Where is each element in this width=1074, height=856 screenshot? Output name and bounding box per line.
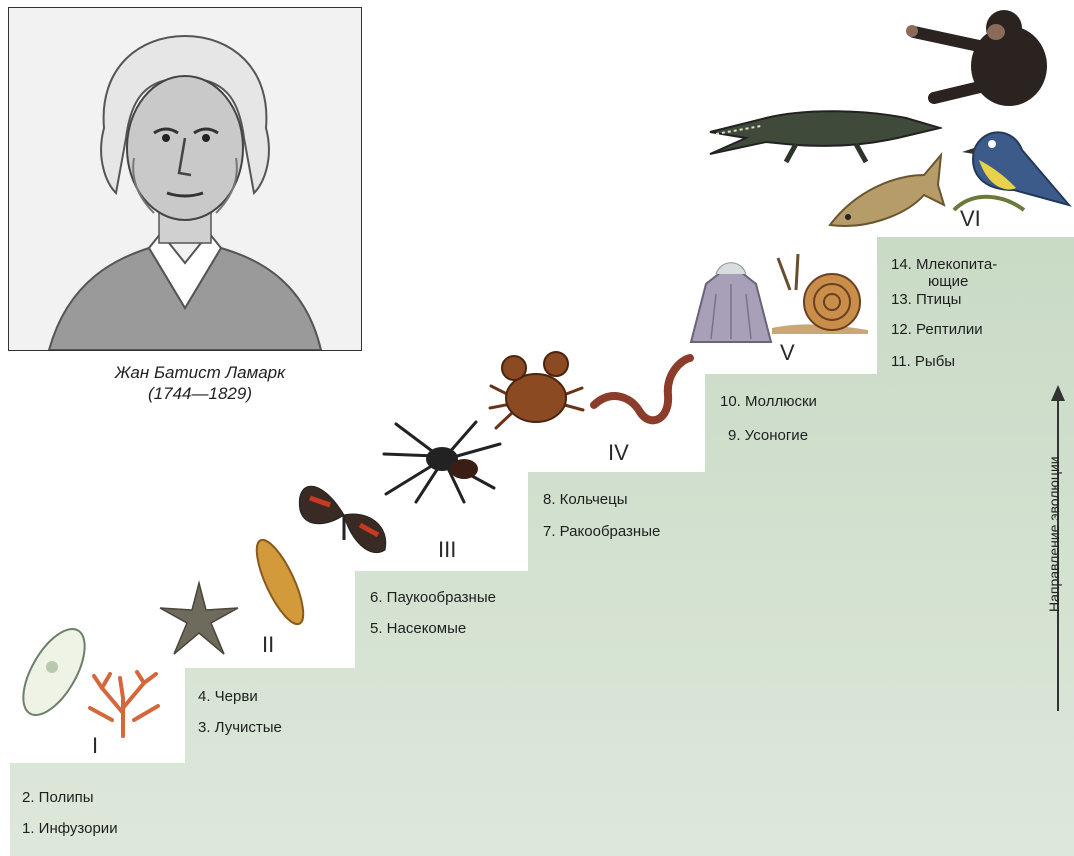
step-4-item-8: 8. Кольчецы bbox=[543, 491, 628, 509]
chimpanzee-icon bbox=[904, 6, 1054, 116]
step-3-item-5: 5. Насекомые bbox=[370, 620, 466, 638]
earthworm-icon bbox=[590, 350, 694, 430]
step-4-numeral: IV bbox=[608, 440, 629, 466]
polyp-icon bbox=[82, 668, 164, 738]
spider-icon bbox=[376, 414, 504, 504]
step-6-item-14b: ющие bbox=[928, 273, 968, 291]
crab-icon bbox=[486, 346, 586, 436]
step-5-item-9: 9. Усоногие bbox=[728, 427, 808, 445]
step-4-item-7: 7. Ракообразные bbox=[543, 523, 660, 541]
step-5-numeral: V bbox=[780, 340, 795, 366]
step-3-item-6: 6. Паукообразные bbox=[370, 589, 496, 607]
step-6-item-12: 12. Рептилии bbox=[891, 321, 983, 339]
caption-years: (1744—1829) bbox=[80, 383, 320, 404]
barnacle-icon bbox=[686, 254, 776, 346]
lamarck-portrait bbox=[8, 7, 362, 351]
portrait-drawing bbox=[9, 8, 361, 350]
evolution-direction-label: Направление эволюции bbox=[1046, 456, 1062, 612]
step-2-item-4: 4. Черви bbox=[198, 688, 258, 706]
step-6-item-14a: 14. Млекопита- bbox=[891, 256, 997, 274]
step-6-item-13: 13. Птицы bbox=[891, 291, 961, 309]
caption-name: Жан Батист Ламарк bbox=[80, 362, 320, 383]
step-3-numeral: III bbox=[438, 537, 456, 563]
snail-icon bbox=[770, 250, 870, 336]
step-2-numeral: II bbox=[262, 632, 274, 658]
step-2-item-3: 3. Лучистые bbox=[198, 719, 282, 737]
step-1-item-1: 1. Инфузории bbox=[22, 820, 118, 838]
starfish-icon bbox=[156, 578, 242, 658]
step-6-item-11: 11. Рыбы bbox=[891, 353, 955, 371]
step-5-item-10: 10. Моллюски bbox=[720, 393, 817, 411]
bird-icon bbox=[944, 120, 1074, 220]
portrait-caption: Жан Батист Ламарк (1744—1829) bbox=[80, 362, 320, 405]
step-1-item-2: 2. Полипы bbox=[22, 789, 94, 807]
